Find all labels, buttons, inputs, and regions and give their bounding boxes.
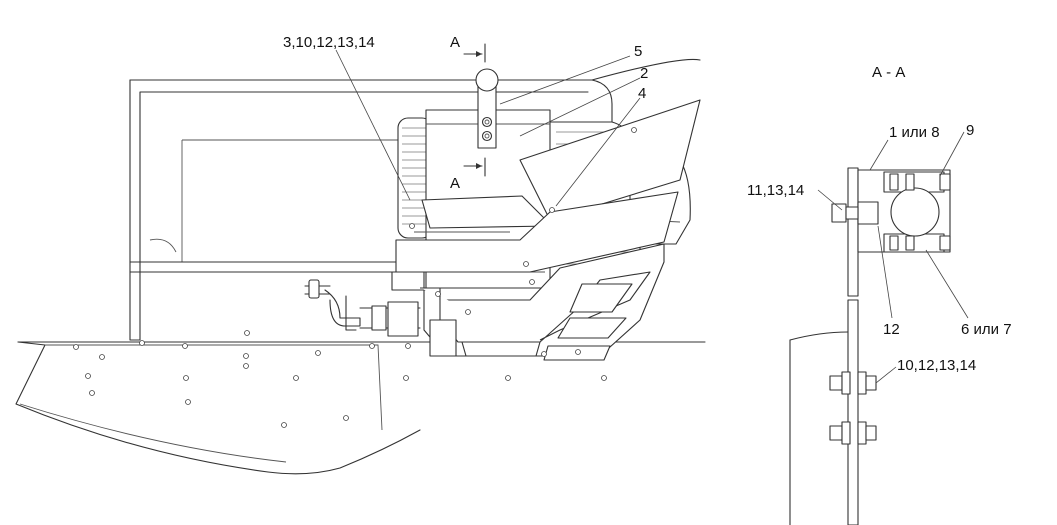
callout-12: 12 — [883, 321, 900, 338]
main-view-leaders — [335, 49, 641, 207]
wall-plate — [789, 167, 859, 525]
clamp-assembly — [831, 169, 951, 253]
hose-piping — [304, 279, 421, 337]
body-outline — [15, 341, 706, 475]
callout-1-or-8: 1 или 8 — [889, 124, 940, 141]
guard-panels — [391, 99, 701, 361]
callout-9: 9 — [966, 122, 974, 139]
lower-bolts — [829, 371, 877, 445]
section-mark-top: А — [450, 34, 460, 51]
callout-2: 2 — [640, 65, 648, 82]
callout-3-10-12-13-14: 3,10,12,13,14 — [283, 34, 375, 51]
section-view-title: А - А — [872, 64, 905, 81]
section-mark-bottom: А — [450, 175, 460, 192]
callout-11-13-14: 11,13,14 — [747, 182, 804, 199]
section-view-a-a: А - А — [747, 64, 1012, 525]
section-line-a: А А — [450, 34, 486, 192]
main-view: А А 3,10,12,13,14 5 2 4 — [15, 34, 706, 475]
callout-6-or-7: 6 или 7 — [961, 321, 1012, 338]
callout-5: 5 — [634, 43, 642, 60]
filler-neck — [475, 68, 499, 149]
frame-outline — [129, 58, 701, 341]
section-view-leaders — [817, 131, 969, 384]
callout-4: 4 — [638, 85, 646, 102]
callout-10-12-13-14: 10,12,13,14 — [897, 357, 976, 374]
body-rivets — [73, 330, 607, 428]
